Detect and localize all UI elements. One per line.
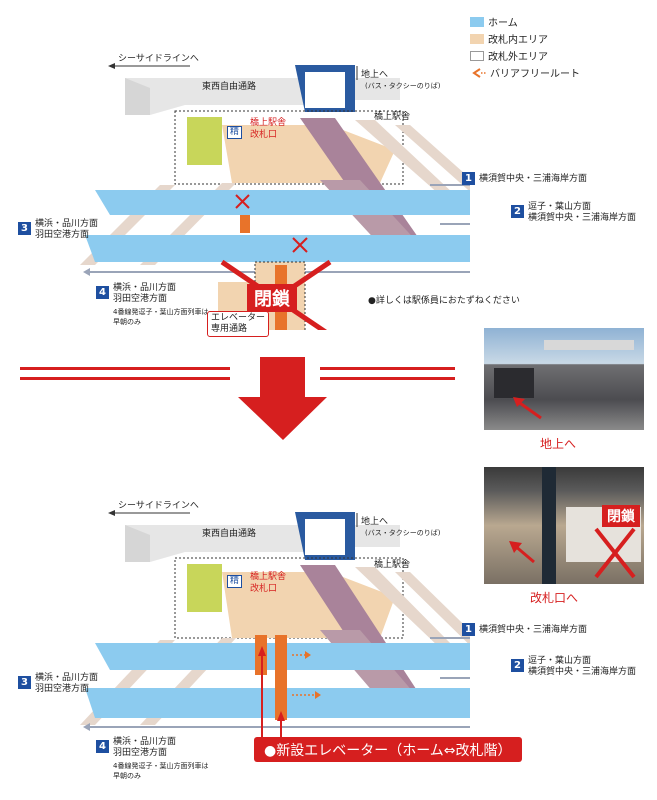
notice-text: ●詳しくは駅係員におたずねください [368, 296, 520, 306]
kyojo-gate-label-bottom: 橋上駅舎 [374, 560, 411, 570]
kyojo-gate-label: 橋上駅舎 [374, 112, 411, 122]
to-ground-sub-label: (バス・タクシーのりば) [365, 82, 441, 90]
legend-swatch-home [470, 16, 484, 27]
track-3-label-bottom: 3 横浜・品川方面羽田空港方面 [18, 673, 98, 695]
closed-badge-top: 閉鎖 [247, 284, 297, 312]
to-ground-label: 地上へ [361, 70, 389, 80]
top-map-drawing [80, 63, 470, 330]
legend-swatch-inside-gate [470, 33, 484, 44]
legend-item-home: ホーム [470, 14, 518, 29]
track-4-note-2-bottom: 早朝のみ [113, 772, 141, 780]
change-arrow [20, 357, 455, 440]
seaside-line-label: シーサイドラインへ [118, 54, 199, 64]
track-3-label: 3 横浜・品川方面羽田空港方面 [18, 219, 98, 241]
gate-name-1: 橋上駅舎 [250, 118, 287, 128]
legend-item-barrier-free: バリアフリールート [470, 65, 580, 80]
track-4-note-1: 4番線発逗子・葉山方面列車は [113, 308, 209, 316]
east-west-passage-shape [125, 78, 400, 115]
photo-1 [484, 328, 644, 430]
photo-1-arrow-icon [513, 397, 542, 420]
gate-name-2-bottom: 改札口 [250, 584, 278, 594]
gate-name-1-bottom: 橋上駅舎 [250, 572, 287, 582]
barrier-free-route-icon [472, 67, 486, 78]
gate-name-2: 改札口 [250, 130, 278, 140]
bottom-map-drawing [80, 510, 470, 740]
track-4-label: 4 横浜・品川方面羽田空港方面 [96, 283, 176, 305]
track-4-note-2: 早朝のみ [113, 318, 141, 326]
east-west-passage-label-bottom: 東西自由通路 [202, 529, 257, 539]
photo-2-marks [509, 527, 636, 579]
legend-item-inside-gate: 改札内エリア [470, 31, 548, 46]
legend-swatch-outside-gate [470, 50, 484, 61]
legend-label-inside-gate: 改札内エリア [488, 35, 548, 46]
new-elevator-callout: ●新設エレベーター（ホーム⇔改札階） [254, 737, 522, 762]
seaside-line-label-bottom: シーサイドラインへ [118, 501, 199, 511]
east-west-passage-label: 東西自由通路 [202, 82, 257, 92]
track-4-note-1-bottom: 4番線発逗子・葉山方面列車は [113, 762, 209, 770]
track-4-label-bottom: 4 横浜・品川方面羽田空港方面 [96, 737, 176, 759]
track-2-label-bottom: 2 逗子・葉山方面横須賀中央・三浦海岸方面 [511, 656, 636, 678]
new-elevator-2 [275, 635, 287, 720]
photo-2-caption: 改札口へ [530, 591, 579, 605]
legend-item-outside-gate: 改札外エリア [470, 48, 548, 63]
to-ground-sub-label-bottom: (バス・タクシーのりば) [365, 529, 441, 537]
photo-1-caption: 地上へ [540, 437, 577, 451]
outside-area-green [187, 117, 222, 165]
fare-adjust-icon-bottom: 精 [227, 575, 243, 588]
closed-badge-photo: 閉鎖 [602, 505, 640, 527]
to-ground-label-bottom: 地上へ [361, 517, 389, 527]
legend-label-barrier-free: バリアフリールート [490, 69, 580, 80]
legend-label-home: ホーム [488, 18, 518, 29]
legend-label-outside-gate: 改札外エリア [488, 52, 548, 63]
platform-1-2 [95, 190, 450, 215]
track-2-label: 2 逗子・葉山方面横須賀中央・三浦海岸方面 [511, 202, 636, 224]
photo-2: 閉鎖 [484, 467, 644, 584]
fare-adjust-icon: 精 [227, 126, 243, 139]
platform-3-4 [85, 235, 470, 262]
elevator-path-label: エレベーター専用通路 [207, 311, 270, 337]
